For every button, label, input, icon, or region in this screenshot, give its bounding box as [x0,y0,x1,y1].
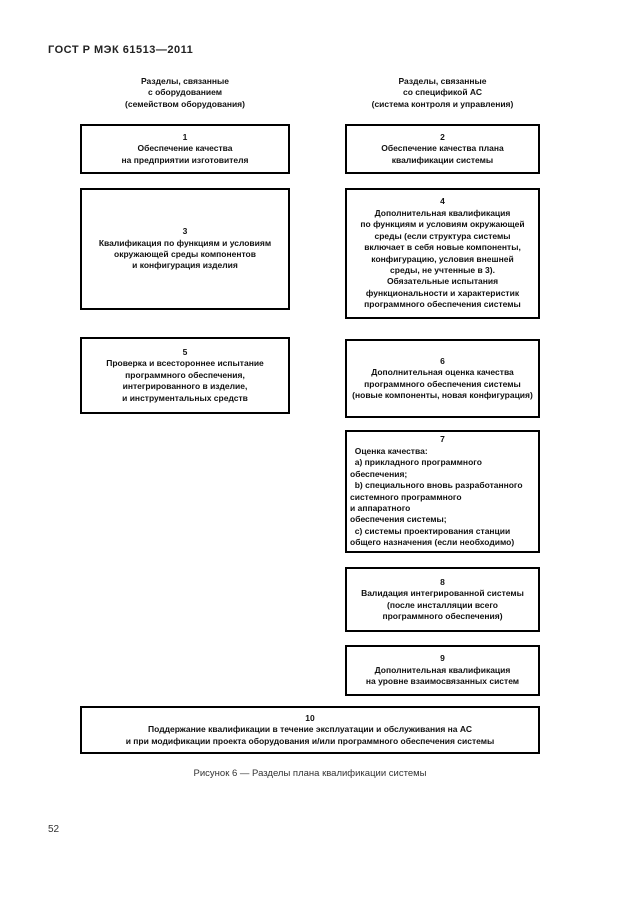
box-number: 4 [440,196,445,207]
diagram-box-2: 2 Обеспечение качества плана квалификаци… [345,124,540,174]
box-text: Дополнительная квалификация на уровне вз… [365,664,520,687]
page-number: 52 [48,824,60,835]
box-text: Квалификация по функциям и условиям окру… [98,237,272,271]
diagram-box-7: 7 Оценка качества: a) прикладного програ… [345,430,540,553]
box-number: 8 [440,576,445,587]
standard-number-header: ГОСТ Р МЭК 61513—2011 [48,44,194,56]
box-number: 1 [182,131,188,142]
right-column-header: Разделы, связанные со спецификой АС (сис… [371,76,514,109]
diagram-box-10: 10 Поддержание квалификации в течение эк… [80,706,540,754]
diagram-box-8: 8 Валидация интегрированной системы (пос… [345,567,540,632]
diagram-box-6: 6 Дополнительная оценка качества програм… [345,339,540,418]
box-text: Обеспечение качества на предприятии изго… [121,143,249,165]
box-text: Поддержание квалификации в течение экспл… [125,724,495,746]
diagram-box-3: 3 Квалификация по функциям и условиям ок… [80,188,290,310]
diagram-box-9: 9 Дополнительная квалификация на уровне … [345,645,540,696]
box-number: 5 [182,346,188,357]
box-text: Валидация интегрированной системы (после… [361,588,524,621]
box-number: 7 [440,434,445,445]
diagram-box-4: 4 Дополнительная квалификация по функция… [345,188,540,319]
diagram-box-1: 1 Обеспечение качества на предприятии из… [80,124,290,174]
box-text: Обеспечение качества плана квалификации … [381,143,504,165]
box-number: 2 [440,131,445,142]
box-number: 3 [182,226,188,237]
box-number: 9 [440,653,445,664]
box-text: Дополнительная квалификация по функциям … [360,207,525,310]
box-number: 10 [305,712,315,723]
box-text: Проверка и всестороннее испытание програ… [106,358,264,403]
box-number: 6 [440,355,445,366]
box-text: Дополнительная оценка качества программн… [352,367,533,400]
left-column-header: Разделы, связанные с оборудованием (семе… [125,76,245,109]
diagram-box-5: 5 Проверка и всестороннее испытание прог… [80,337,290,414]
box-text: Оценка качества: a) прикладного программ… [350,445,523,548]
figure-caption: Рисунок 6 — Разделы плана квалификации с… [193,768,427,779]
